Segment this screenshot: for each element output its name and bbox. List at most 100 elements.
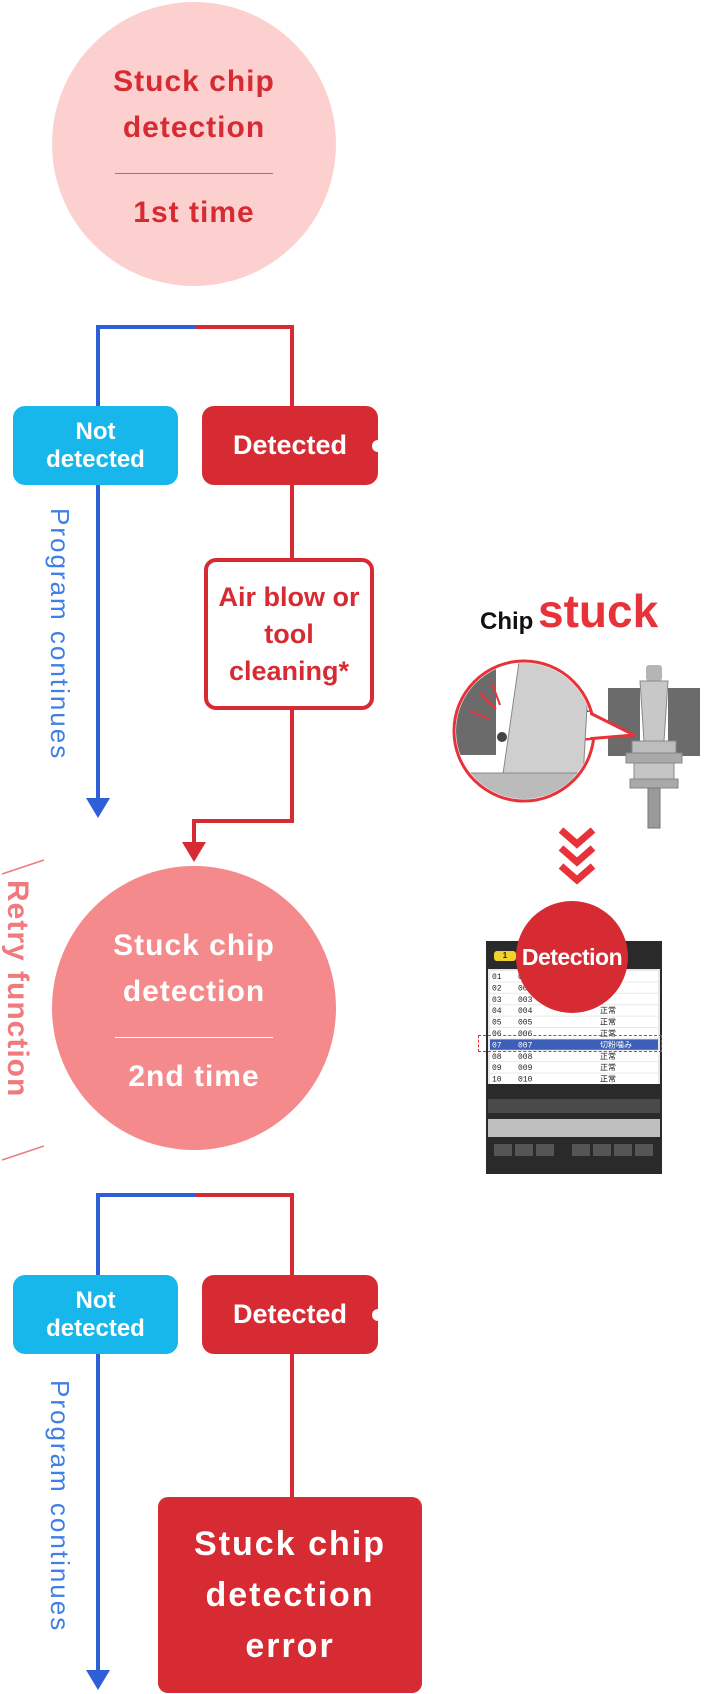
holder-collet	[633, 762, 675, 780]
row-status: 正常	[600, 1052, 616, 1062]
blue-arrow-head-1	[86, 798, 110, 818]
row-status: 切粉噛み	[600, 1039, 632, 1050]
stuck-label: stuck	[538, 585, 659, 637]
tool-shank	[647, 787, 661, 829]
holder-flange	[631, 740, 677, 754]
red-flow-line-2a	[196, 1193, 294, 1275]
pull-stud	[646, 665, 662, 681]
impact-mark-1	[479, 692, 497, 710]
row-code: 009	[518, 1064, 533, 1073]
row-code: 010	[518, 1076, 533, 1085]
chevron-2	[558, 845, 596, 867]
detected-label-2: Detected	[232, 1299, 348, 1329]
chevron-3	[558, 863, 596, 885]
retry-slash-bottom	[1, 1145, 45, 1161]
row-number: 01	[492, 973, 502, 982]
chevron-1	[558, 827, 596, 849]
step-2-title: Stuck chip detection	[113, 928, 275, 1008]
row-number: 03	[492, 996, 502, 1005]
row-number: 06	[492, 1030, 502, 1039]
step-1-divider	[115, 172, 273, 174]
table-row	[490, 1062, 658, 1073]
tool-holder-illustration	[452, 659, 700, 829]
table-row	[490, 1073, 658, 1084]
row-code: 004	[518, 1007, 533, 1016]
table-row	[490, 1016, 658, 1027]
not-detected-badge-1: Not detected	[13, 406, 178, 485]
holder-nut	[629, 778, 679, 789]
not-detected-badge-2: Not detected	[13, 1275, 178, 1354]
holder-taper	[639, 680, 669, 742]
step-2-count: 2nd time	[128, 1059, 260, 1093]
program-continues-1: Program continues	[45, 508, 75, 761]
row-status: 正常	[600, 1006, 616, 1016]
holder-flange-2	[625, 752, 683, 764]
row-number: 08	[492, 1053, 502, 1062]
red-arrow-head-1	[182, 842, 206, 862]
row-code: 005	[518, 1019, 533, 1028]
table-row	[490, 1050, 658, 1062]
not-detected-label-2: Not detected	[46, 1286, 145, 1342]
retry-slash-top	[1, 859, 45, 875]
screen-key	[572, 1144, 590, 1156]
screen-key	[494, 1144, 512, 1156]
detected-label-1: Detected	[232, 430, 348, 460]
detection-badge: Detection	[516, 901, 628, 1013]
row-code: 008	[518, 1053, 533, 1062]
detection-step-1-circle: Stuck chip detection 1st time	[52, 2, 336, 286]
step-2-divider	[115, 1036, 273, 1038]
detection-step-2-circle: Stuck chip detection 2nd time	[52, 866, 336, 1150]
screen-key	[536, 1144, 554, 1156]
blue-flow-line-2	[96, 1193, 196, 1677]
row-code: 006	[518, 1030, 533, 1039]
program-continues-2: Program continues	[45, 1380, 75, 1633]
table-row	[490, 1028, 658, 1039]
screen-bar-2	[488, 1119, 660, 1137]
chip-label: Chip	[480, 608, 534, 635]
row-code: 003	[518, 996, 533, 1005]
red-flow-line-1c	[192, 710, 294, 848]
step-1-count: 1st time	[133, 195, 255, 229]
screen-key	[593, 1144, 611, 1156]
row-status: 正常	[600, 1029, 616, 1039]
screen-key	[614, 1144, 632, 1156]
screen-tab: 1	[494, 951, 516, 961]
screen-bar-1	[488, 1099, 660, 1113]
air-blow-label: Air blow or tool cleaning*	[218, 581, 360, 686]
row-number: 07	[492, 1041, 502, 1050]
impact-mark-3	[491, 682, 501, 706]
zoom-chip	[497, 732, 507, 742]
row-number: 05	[492, 1019, 502, 1028]
impact-mark-2	[469, 710, 491, 720]
row-code: 007	[518, 1041, 533, 1050]
monitor-screen: 1 01001020020300304004正常05005正常06006正常07…	[486, 941, 662, 1174]
retry-function-label: Retry function	[1, 880, 34, 1098]
step-1-title: Stuck chip detection	[113, 64, 275, 144]
row-number: 10	[492, 1076, 502, 1085]
blue-arrow-head-2	[86, 1670, 110, 1690]
row-number: 02	[492, 984, 502, 993]
highlighted-row-outline	[478, 1035, 662, 1052]
row-status: 正常	[600, 1063, 616, 1073]
red-flow-line-1a	[196, 325, 294, 406]
row-number: 04	[492, 1007, 502, 1016]
badge-notch	[372, 439, 384, 452]
not-detected-label-1: Not detected	[46, 417, 145, 473]
row-number: 09	[492, 1064, 502, 1073]
screen-key-row	[494, 1144, 653, 1156]
blue-flow-line-1	[96, 325, 196, 805]
row-status: 正常	[600, 1018, 616, 1028]
screen-key	[515, 1144, 533, 1156]
badge-notch	[372, 1308, 384, 1321]
detected-badge-1: Detected	[202, 406, 384, 485]
row-status: 正常	[600, 1075, 616, 1085]
zoom-spindle-wall	[456, 665, 496, 755]
screen-key	[635, 1144, 653, 1156]
error-label: Stuck chip detection error	[194, 1524, 386, 1665]
detected-badge-2: Detected	[202, 1275, 384, 1354]
air-blow-action-box: Air blow or tool cleaning*	[204, 558, 374, 710]
detection-error-box: Stuck chip detection error	[158, 1497, 422, 1693]
chevron-down-icon	[558, 827, 596, 885]
detection-label: Detection	[521, 943, 623, 970]
